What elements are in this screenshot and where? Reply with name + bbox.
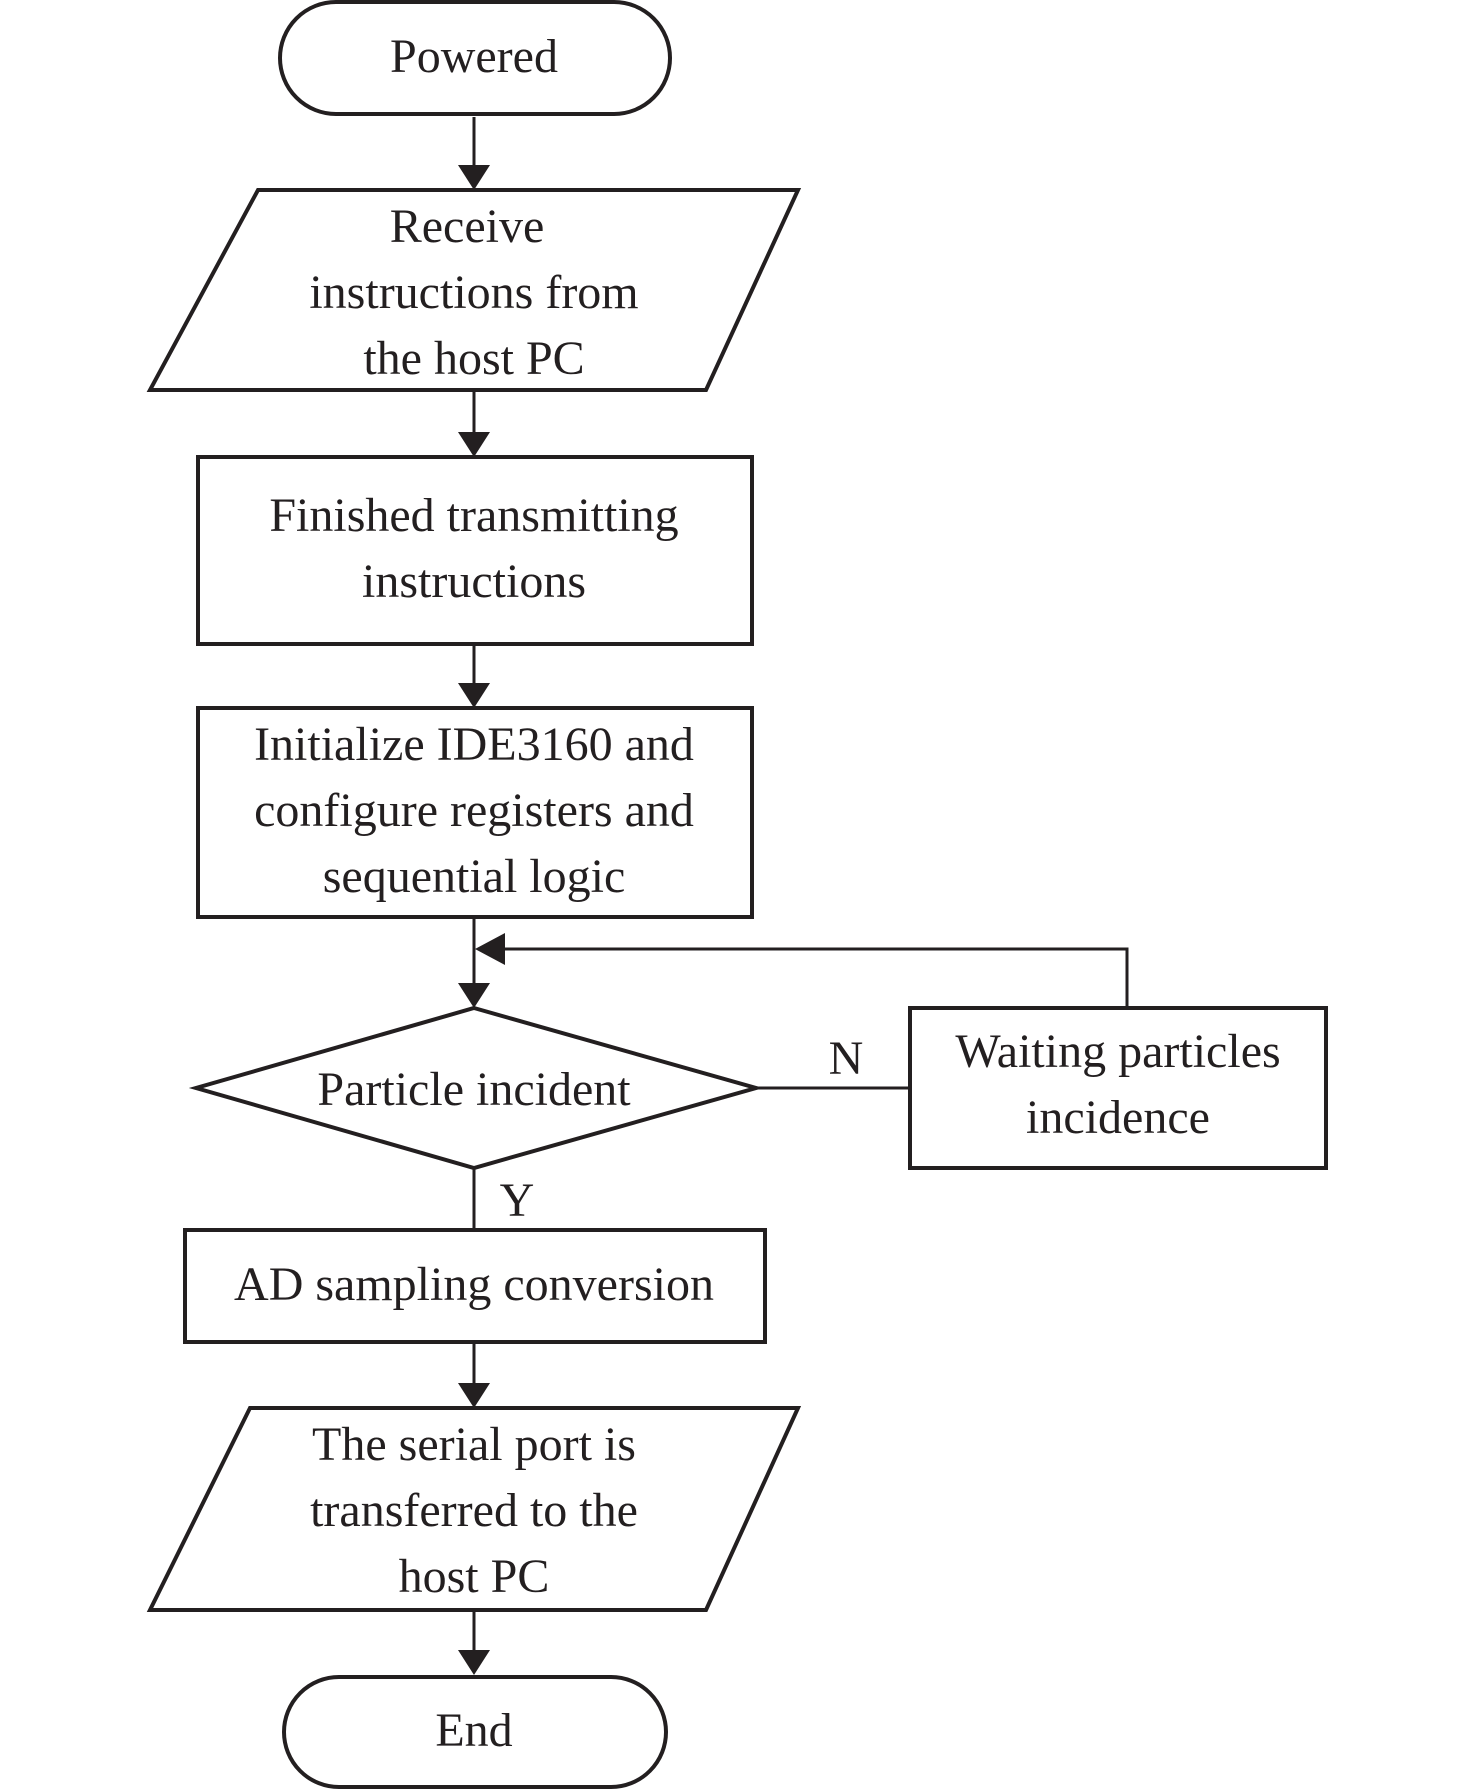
edge-labels: N Y: [500, 1032, 864, 1227]
receive-io-shape: [146, 188, 802, 392]
arrowhead: [458, 983, 490, 1008]
receive-label-line-1: Receive: [390, 200, 545, 253]
finished-process-box: [196, 455, 754, 646]
serial-label-line-2: transferred to the: [310, 1484, 638, 1537]
waiting-process-box: [908, 1006, 1328, 1170]
serial-io-shape: [146, 1406, 802, 1612]
serial-label-line-1: The serial port is: [312, 1418, 636, 1471]
arrowhead: [458, 1383, 490, 1408]
waiting-label-line-1: Waiting particles: [955, 1025, 1280, 1078]
nodes: [146, 0, 1328, 1789]
receive-label-line-2: instructions from: [309, 266, 638, 319]
yes-branch-label: Y: [500, 1174, 535, 1227]
decision-diamond: [188, 1005, 764, 1171]
finished-label-line-2: instructions: [362, 555, 586, 608]
serial-label-line-3: host PC: [399, 1550, 550, 1603]
ad-label: AD sampling conversion: [234, 1258, 714, 1311]
arrowhead: [475, 933, 505, 965]
initialize-process-box: [196, 706, 754, 919]
initialize-label-line-1: Initialize IDE3160 and: [254, 718, 694, 771]
end-terminator: [282, 1675, 668, 1789]
start-terminator: [278, 0, 672, 116]
connectors: [458, 117, 1129, 1675]
arrowhead: [458, 683, 490, 708]
decision-label: Particle incident: [317, 1063, 631, 1116]
node-labels: Powered Receive instructions from the ho…: [234, 30, 1281, 1757]
end-label: End: [435, 1704, 512, 1757]
arrowhead: [458, 432, 490, 457]
receive-label-line-3: the host PC: [363, 332, 584, 385]
initialize-label-line-2: configure registers and: [254, 784, 694, 837]
finished-label-line-1: Finished transmitting: [269, 489, 678, 542]
waiting-label-line-2: incidence: [1026, 1091, 1210, 1144]
initialize-label-line-3: sequential logic: [323, 850, 626, 903]
edge-waiting-loop-back: [500, 947, 1129, 1008]
no-branch-label: N: [829, 1032, 864, 1085]
ad-process-box: [183, 1228, 767, 1344]
arrowhead: [458, 165, 490, 190]
arrowhead: [458, 1650, 490, 1675]
start-label: Powered: [390, 30, 558, 83]
